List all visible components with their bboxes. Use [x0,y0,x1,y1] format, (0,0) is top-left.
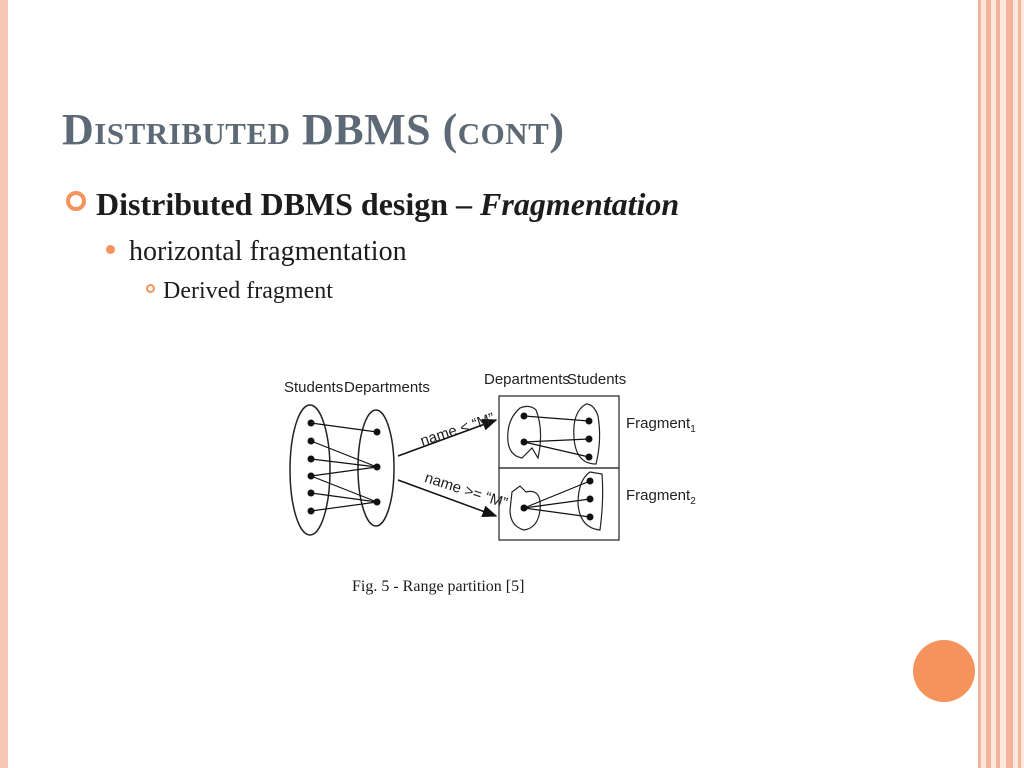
students-set [289,404,331,536]
bullet-level1: Distributed DBMS design – Fragmentation [66,186,679,223]
bullet-level2-text: horizontal fragmentation [129,236,407,267]
slide-title: Distributed DBMS (cont) [62,105,565,154]
fragment1-box [498,395,620,469]
bullet-level1-emphasis: Fragmentation [480,186,680,222]
bullet-level2: horizontal fragmentation [106,236,407,268]
small-ring-bullet-icon [146,284,155,293]
stripe [986,0,991,768]
dot-bullet-icon [106,245,115,254]
fragment2-departments-shape [509,485,541,531]
student-dots [307,419,315,515]
figure-caption: Fig. 5 - Range partition [5] [352,578,525,595]
fragment1-students-shape [573,403,601,465]
fragment1-departments-shape [507,405,542,460]
label-students-left: Students [284,379,343,396]
decorative-circle [913,640,975,702]
label-departments-left: Departments [344,379,430,396]
fragmentation-figure: Students Departments [280,360,700,560]
fragment2-box [498,467,620,541]
fragment1-label: Fragment1 [626,415,696,435]
left-border-decoration [0,0,8,768]
label-students-right: Students [567,371,626,388]
departments-set [357,409,395,527]
stripe [1018,0,1021,768]
fragmentation-diagram: Students Departments [284,371,696,541]
arrow-upper-label: name < “M” [418,410,497,450]
label-departments-right: Departments [484,371,570,388]
stripe [1006,0,1013,768]
stripe [996,0,1000,768]
arrow-lower [397,479,498,517]
fragment2-label: Fragment2 [626,487,696,507]
student-department-links [310,422,378,512]
ring-bullet-icon [66,191,86,211]
right-stripe-decoration [978,0,1024,768]
bullet-level3-text: Derived fragment [163,278,333,304]
arrow-upper [397,419,498,457]
bullet-level1-text: Distributed DBMS design – [96,186,481,222]
bullet-level3: Derived fragment [146,278,333,305]
stripe [978,0,981,768]
